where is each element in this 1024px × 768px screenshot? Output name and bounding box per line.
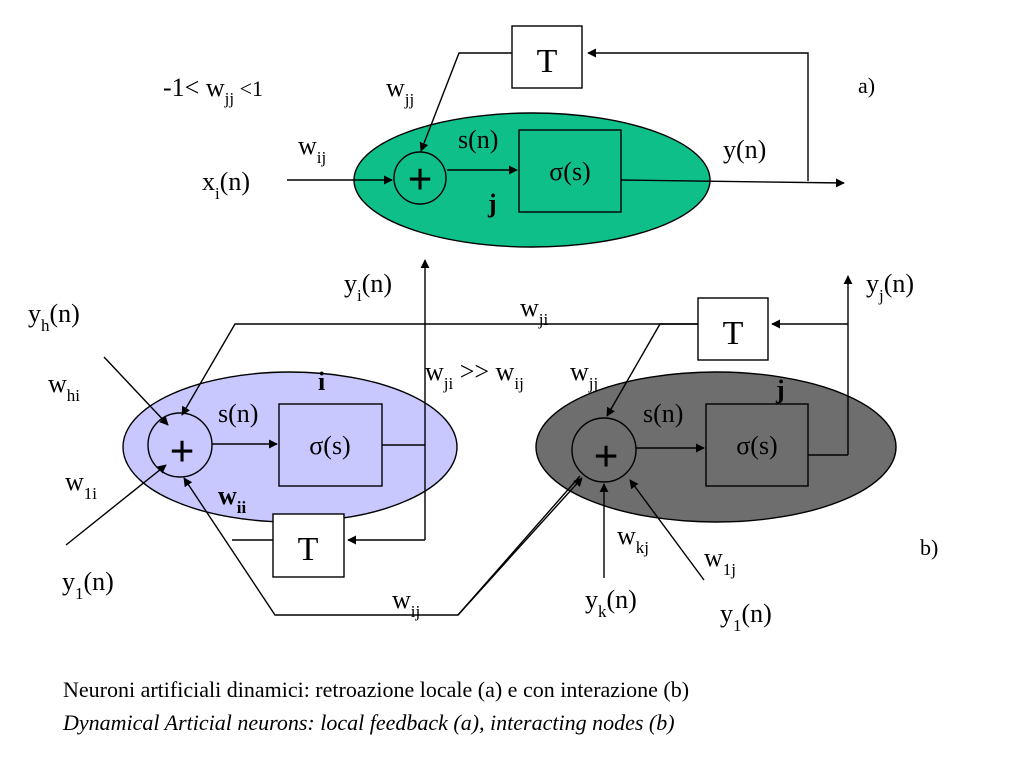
label-w1i: w1i [65, 467, 97, 503]
label-y1-right: y1(n) [720, 599, 772, 635]
panel-a: + σ(s) s(n) j T a) -1< wjj <1 wjj wij xi… [163, 25, 875, 248]
neuron-i-delay-box [272, 513, 345, 578]
neuron-j-activation: s(n) [643, 399, 683, 428]
output-yn: y(n) [723, 135, 766, 164]
input-yh-arrow [103, 356, 169, 426]
neuron-diagram: + σ(s) s(n) j T a) -1< wjj <1 wjj wij xi… [28, 25, 938, 635]
neuron-i-activation: s(n) [218, 399, 258, 428]
neuron-i-node-label: i [318, 367, 325, 396]
neuron-a-activation: s(n) [458, 125, 498, 154]
neuron-j-function: σ(s) [736, 431, 777, 460]
panel-b: + σ(s) s(n) i + σ(s) s(n) j T T [28, 259, 938, 635]
panel-a-label: a) [858, 73, 875, 98]
neuron-j-self-loop [606, 323, 698, 417]
neuron-a-self-loop [419, 52, 512, 152]
neuron-a-sum-symbol: + [407, 155, 432, 204]
label-yj: yj(n) [866, 269, 914, 305]
label-y1-left: y1(n) [62, 567, 114, 603]
panel-b-label: b) [920, 535, 938, 560]
input-y1-right-arrow [629, 479, 705, 581]
label-whi: whi [48, 369, 80, 405]
neuron-j-delay-box [697, 297, 769, 361]
cross-wij-arrow [457, 477, 583, 616]
caption-english: Dynamical Articial neurons: local feedba… [63, 710, 675, 735]
neuron-a-node-label: j [487, 189, 497, 218]
neuron-i-summer [147, 412, 213, 478]
input-y1-left-arrow [65, 464, 167, 546]
label-yk: yk(n) [585, 585, 637, 621]
neuron-j-node-label: j [775, 375, 785, 404]
label-wkj: wkj [617, 521, 649, 557]
cross-wji-link [181, 323, 698, 416]
neuron-a-feedback-line [587, 48, 809, 181]
neuron-j-summer [571, 417, 637, 483]
label-yi: yi(n) [344, 269, 392, 305]
caption-italian: Neuroni artificiali dinamici: retroazion… [63, 677, 690, 702]
cross-wij-link [183, 475, 581, 616]
label-wji-top: wji [520, 293, 549, 329]
neuron-a-delay: T [537, 43, 558, 80]
neuron-i-function-box [278, 403, 383, 487]
input-xi: xi(n) [202, 167, 250, 203]
weight-wjj-a: wjj [386, 73, 414, 109]
label-w1j: w1j [704, 543, 736, 579]
neuron-i-function: σ(s) [309, 431, 350, 460]
label-wij-bottom: wij [392, 585, 420, 621]
label-yh: yh(n) [28, 299, 80, 335]
label-wii: wii [218, 481, 247, 517]
neuron-j-delay: T [723, 315, 744, 352]
neuron-a-function: σ(s) [549, 157, 590, 186]
label-weight-comparison: wji >> wij [425, 357, 524, 393]
neuron-a-function-box [518, 129, 622, 213]
neuron-a-delay-box [511, 25, 583, 89]
neuron-a-output-arrow [620, 178, 845, 188]
label-wjj-b: wjj [570, 357, 598, 393]
neuron-a-summer [393, 151, 447, 205]
neuron-i-sum-symbol: + [169, 427, 194, 476]
weight-wij-a: wij [298, 131, 326, 167]
neuron-j-function-box [705, 403, 809, 487]
neuron-j-sum-symbol: + [593, 432, 618, 481]
neuron-i-delay: T [298, 531, 319, 568]
weight-constraint: -1< wjj <1 [163, 73, 263, 108]
